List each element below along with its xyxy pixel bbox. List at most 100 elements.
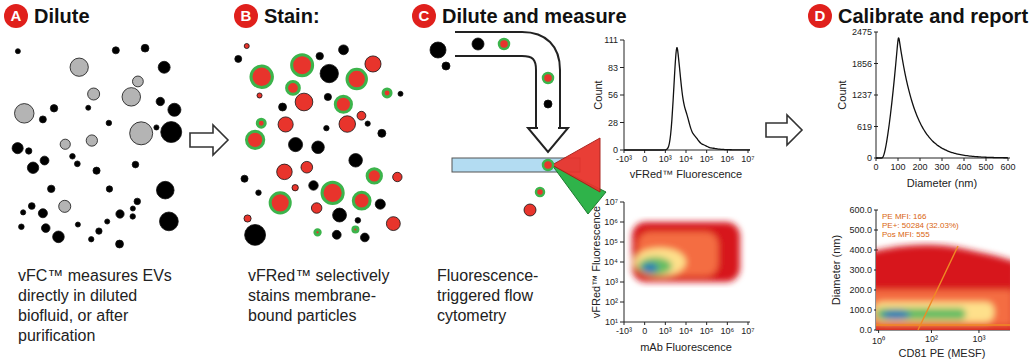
step-arrow (190, 115, 802, 155)
axis-tick: 400.0 (849, 245, 872, 255)
plot-axes (874, 230, 878, 231)
axis-tick: 0 (873, 162, 878, 172)
particle-cloud (38, 209, 47, 218)
particle-cloud (116, 240, 124, 248)
gate-annotation: PE+: 50284 (32.03%) (882, 221, 959, 230)
axis-tick: 10⁵ (700, 154, 714, 164)
particle-cloud (160, 212, 179, 231)
axis-tick: 1856 (852, 59, 872, 69)
axis-tick: 100 (890, 162, 905, 172)
axis-tick: 100.0 (849, 305, 872, 315)
flow-cell (499, 39, 509, 49)
stained-particles (311, 203, 321, 213)
stained-particles (295, 93, 313, 111)
plot-axes (620, 242, 624, 243)
plot-axes (624, 202, 750, 322)
plot-axes (620, 40, 624, 41)
particle-cloud (70, 58, 88, 76)
stained-particles (339, 116, 355, 132)
axis-tick: 56 (608, 90, 618, 100)
stained-particles (386, 217, 400, 231)
step-heading: Calibrate and report (838, 5, 1028, 28)
flow-cell (544, 100, 552, 108)
axis-tick: 300.0 (849, 265, 872, 275)
axis-title: vFRed™ Fluorescence (630, 168, 743, 180)
axis-tick: 83 (608, 63, 618, 73)
plot-axes (620, 202, 624, 203)
particle-cloud (86, 105, 91, 110)
axis-tick: 10³ (605, 277, 618, 287)
axis-tick: 10⁴ (679, 326, 693, 336)
particle-cloud (19, 224, 25, 230)
gate-line (876, 324, 1010, 325)
plot-axes (620, 122, 624, 123)
plot-axes (620, 150, 624, 151)
particle-cloud (122, 88, 140, 106)
diameter-density (876, 245, 1010, 330)
stained-particles (360, 233, 369, 242)
plot-axes (878, 330, 879, 333)
diameter-density (876, 245, 1010, 330)
stained-particles (246, 131, 263, 148)
plot-axes (644, 322, 645, 325)
gate-line (876, 246, 1010, 330)
stained-particles (398, 91, 403, 96)
axis-tick: 10¹ (605, 317, 618, 327)
plot-axes (620, 95, 624, 96)
stained-particles (393, 172, 402, 181)
step-heading: Dilute (34, 5, 90, 28)
axis-tick: 500 (978, 162, 993, 172)
particle-cloud (88, 88, 100, 100)
axis-tick: 10⁶ (720, 326, 734, 336)
plot-axes (1008, 158, 1009, 161)
stained-particles (312, 141, 325, 154)
particle-cloud (130, 206, 135, 211)
flow-cell (528, 128, 568, 152)
particle-cloud (50, 105, 57, 112)
stained-particles (270, 193, 290, 213)
particle-cloud (130, 122, 153, 145)
diameter-density (876, 308, 966, 320)
stained-particles (279, 103, 287, 111)
density-plot (632, 222, 740, 282)
axis-tick: 0 (642, 326, 647, 336)
step-badge: ADilute (4, 4, 28, 28)
plot-axes (620, 302, 624, 303)
particle-cloud (74, 161, 80, 167)
description-text: Fluorescence-triggered flow cytometry (437, 266, 577, 326)
plot-axes (898, 158, 899, 161)
axis-tick: 10⁵ (700, 326, 714, 336)
plot-axes (686, 322, 687, 325)
particle-cloud (116, 210, 124, 218)
plot-axes (620, 262, 624, 263)
particle-cloud (12, 143, 23, 154)
stained-particles (235, 55, 242, 62)
diameter-density (876, 290, 1010, 326)
particle-cloud (86, 135, 97, 146)
stained-particles (256, 190, 261, 195)
flow-cell (538, 127, 558, 130)
stained-particles (353, 192, 370, 209)
stained-particles (335, 96, 351, 112)
plot-axes (931, 330, 932, 333)
stained-particles (241, 175, 248, 182)
particle-cloud (161, 122, 182, 143)
plot-axes (665, 322, 666, 325)
histogram-curve (624, 48, 750, 150)
stained-particles (251, 66, 272, 87)
gate-line (918, 246, 958, 330)
plot-axes (620, 282, 624, 283)
axis-tick: 500.0 (849, 225, 872, 235)
axis-tick: 10⁷ (741, 154, 754, 164)
stained-particles (324, 125, 329, 130)
plot-axes (748, 322, 749, 325)
axis-tick: 400 (956, 162, 971, 172)
axis-title: mAb Fluorescence (640, 341, 732, 353)
plot-axes (964, 158, 965, 161)
plot-axes (942, 158, 943, 161)
step-badge: DCalibrate and report (808, 4, 832, 28)
axis-title: Count (836, 80, 848, 109)
plot-axes (686, 150, 687, 153)
